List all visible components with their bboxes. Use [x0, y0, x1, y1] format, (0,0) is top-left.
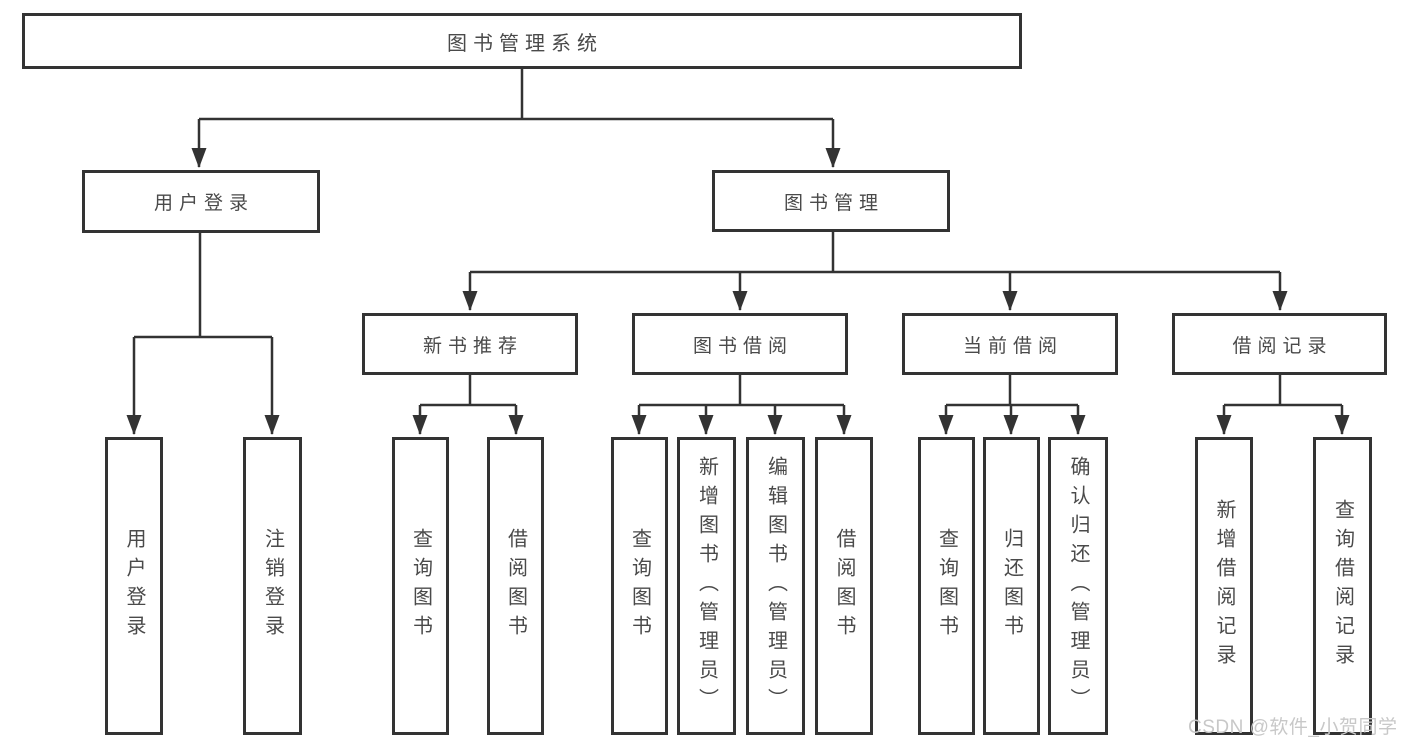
node-leaf-add-borrow-record: 新增借阅记录	[1195, 437, 1253, 735]
node-current-borrowing: 当前借阅	[902, 313, 1118, 375]
node-book-management-label: 图书管理	[783, 192, 884, 214]
node-leaf-add-books-admin: 新增图书（管理员）	[677, 437, 736, 735]
node-user-login-label: 用户登录	[153, 193, 254, 214]
node-leaf-recommend-query-books: 查询图书	[392, 437, 449, 735]
watermark: CSDN @软件_小贺同学	[1188, 717, 1398, 738]
node-leaf-confirm-return-admin: 确认归还（管理员）	[1048, 437, 1108, 735]
node-leaf-edit-books-admin: 编辑图书（管理员）	[746, 437, 805, 735]
node-leaf-recommend-borrow-books: 借阅图书	[487, 437, 544, 735]
node-user-login: 用户登录	[82, 170, 320, 233]
node-leaf-borrowing-query-books: 查询图书	[611, 437, 668, 735]
node-new-book-recommend: 新书推荐	[362, 313, 578, 375]
node-leaf-current-query-books: 查询图书	[918, 437, 975, 735]
node-root: 图书管理系统	[22, 13, 1022, 69]
node-leaf-user-login: 用户登录	[105, 437, 163, 735]
node-borrowing-records: 借阅记录	[1172, 313, 1387, 375]
node-leaf-return-books: 归还图书	[983, 437, 1040, 735]
node-root-label: 图书管理系统	[447, 32, 603, 55]
node-leaf-borrowing-borrow-books: 借阅图书	[815, 437, 873, 735]
node-leaf-logout: 注销登录	[243, 437, 302, 735]
node-leaf-query-borrow-record: 查询借阅记录	[1313, 437, 1372, 735]
node-book-borrowing: 图书借阅	[632, 313, 848, 375]
node-book-management: 图书管理	[712, 170, 950, 232]
